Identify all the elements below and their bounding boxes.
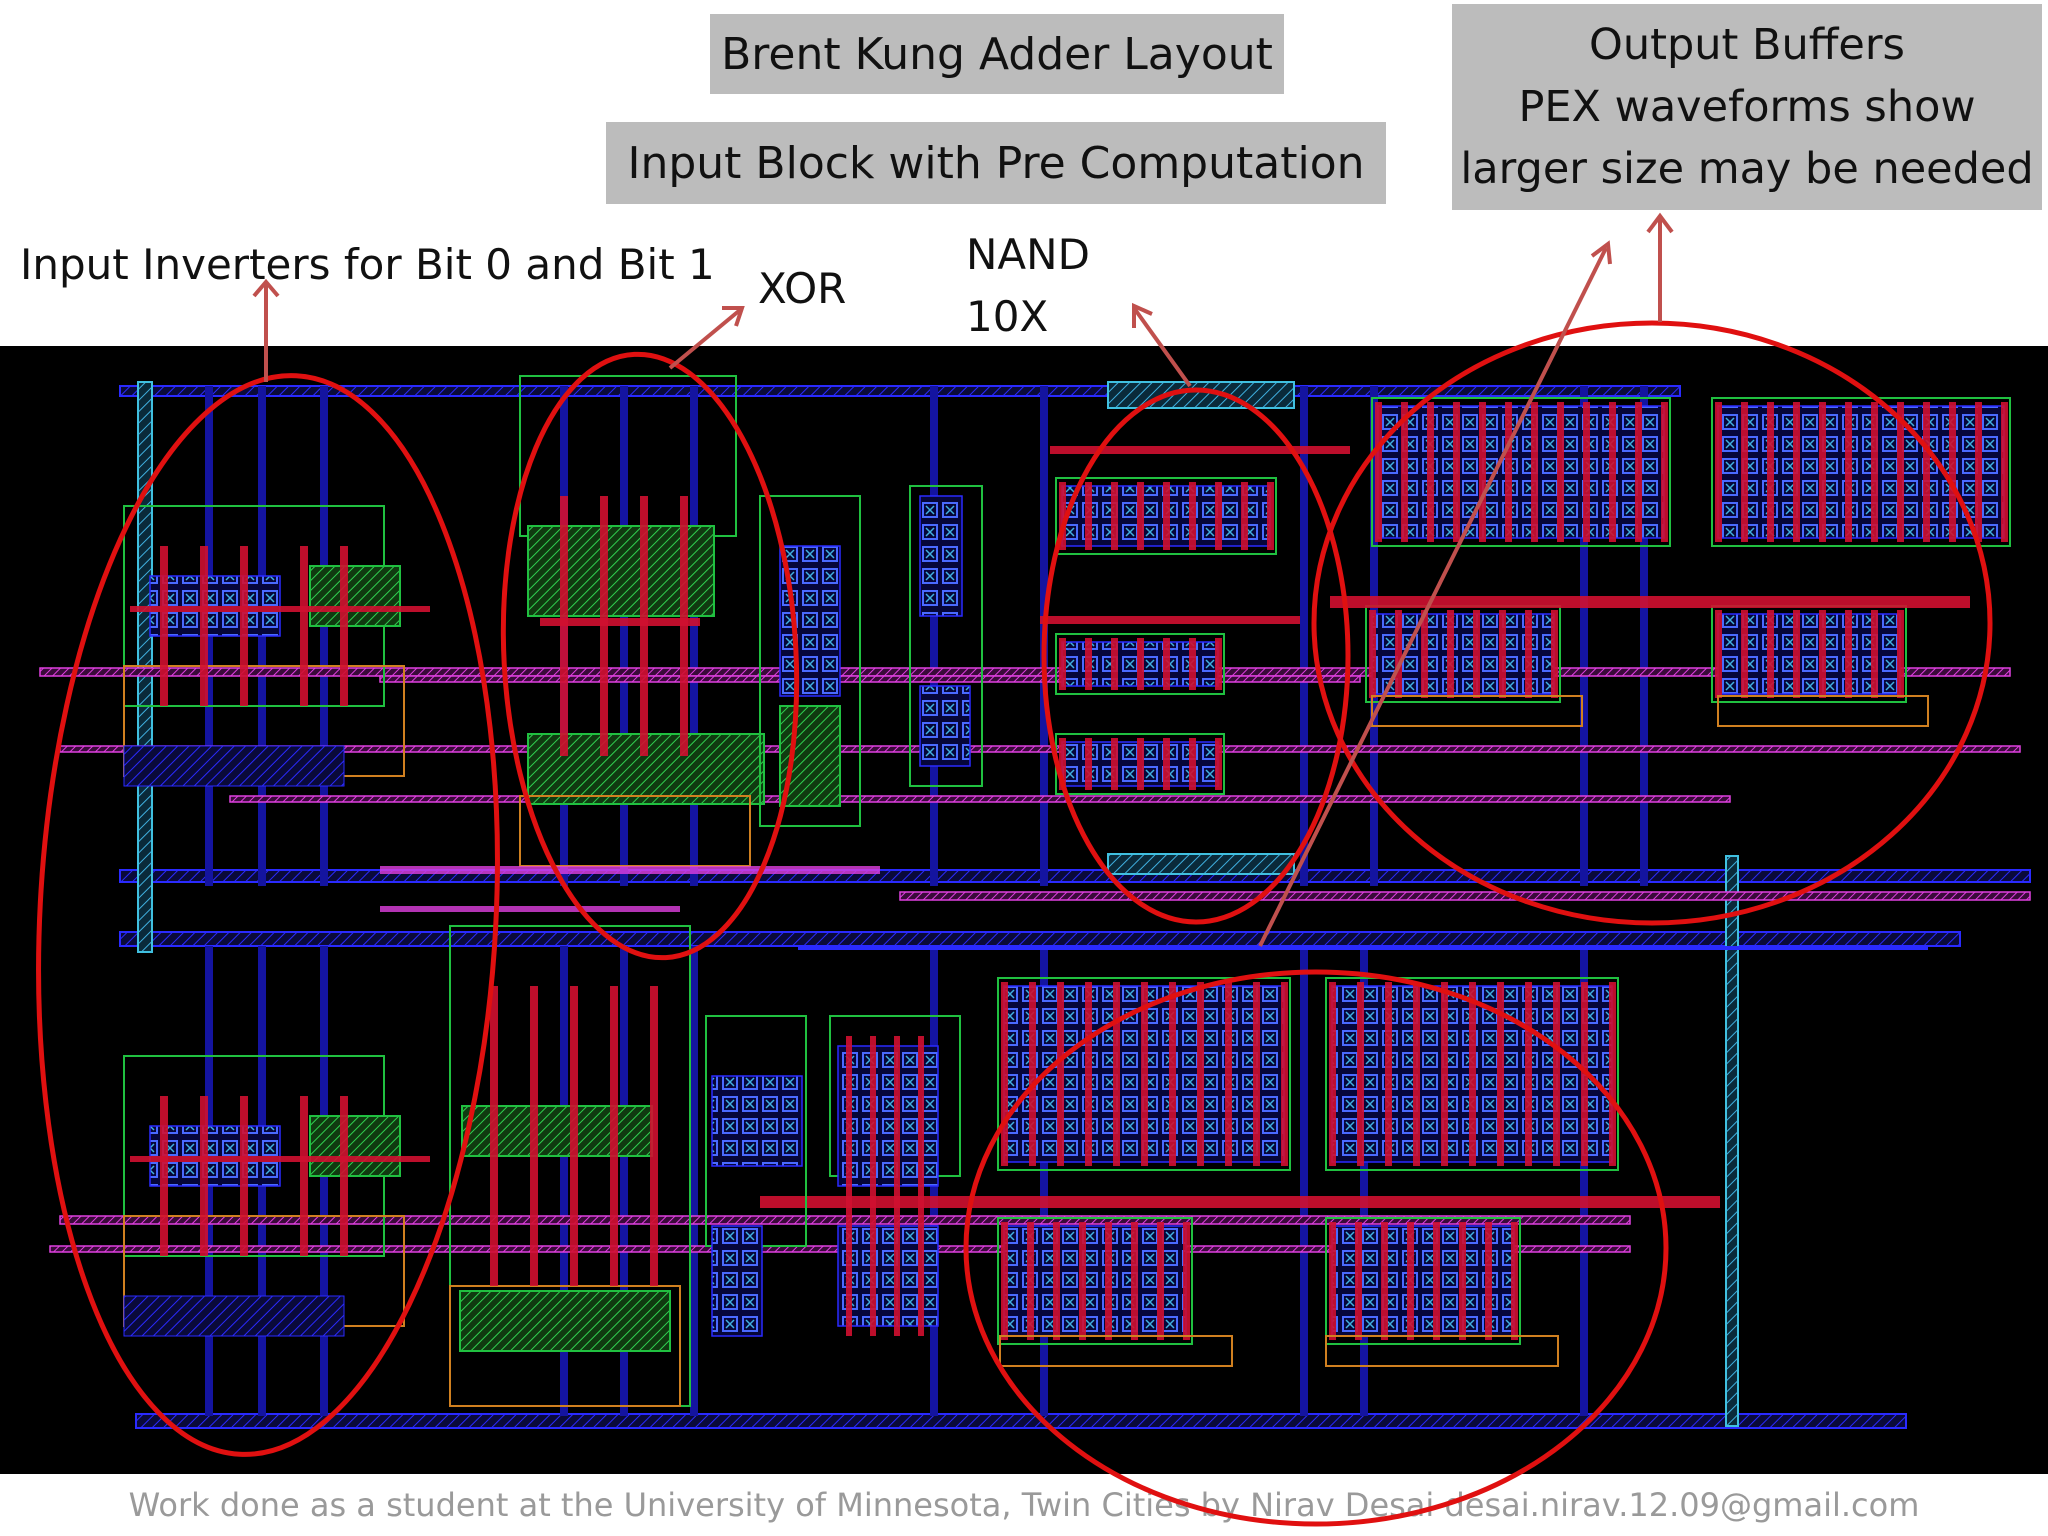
nand-label: NAND 10X <box>966 224 1090 348</box>
output-buffers-line-1: Output Buffers <box>1589 20 1905 70</box>
nand-line-1: NAND <box>966 230 1090 279</box>
input-block-text: Input Block with Pre Computation <box>627 137 1365 189</box>
output-buffers-line-3: larger size may be needed <box>1460 144 2034 194</box>
footer-credit: Work done as a student at the University… <box>128 1486 1920 1524</box>
input-inverters-label: Input Inverters for Bit 0 and Bit 1 <box>20 240 715 289</box>
output-buffers-label: Output Buffers PEX waveforms show larger… <box>1452 4 2042 210</box>
layout-canvas <box>0 346 2048 1474</box>
input-block-label: Input Block with Pre Computation <box>606 122 1386 204</box>
nand-line-2: 10X <box>966 292 1049 341</box>
xor-label: XOR <box>758 264 847 313</box>
output-buffers-line-2: PEX waveforms show <box>1518 82 1976 132</box>
title-label: Brent Kung Adder Layout <box>710 14 1284 94</box>
layout-art <box>39 375 2031 1429</box>
title-text: Brent Kung Adder Layout <box>721 28 1273 80</box>
